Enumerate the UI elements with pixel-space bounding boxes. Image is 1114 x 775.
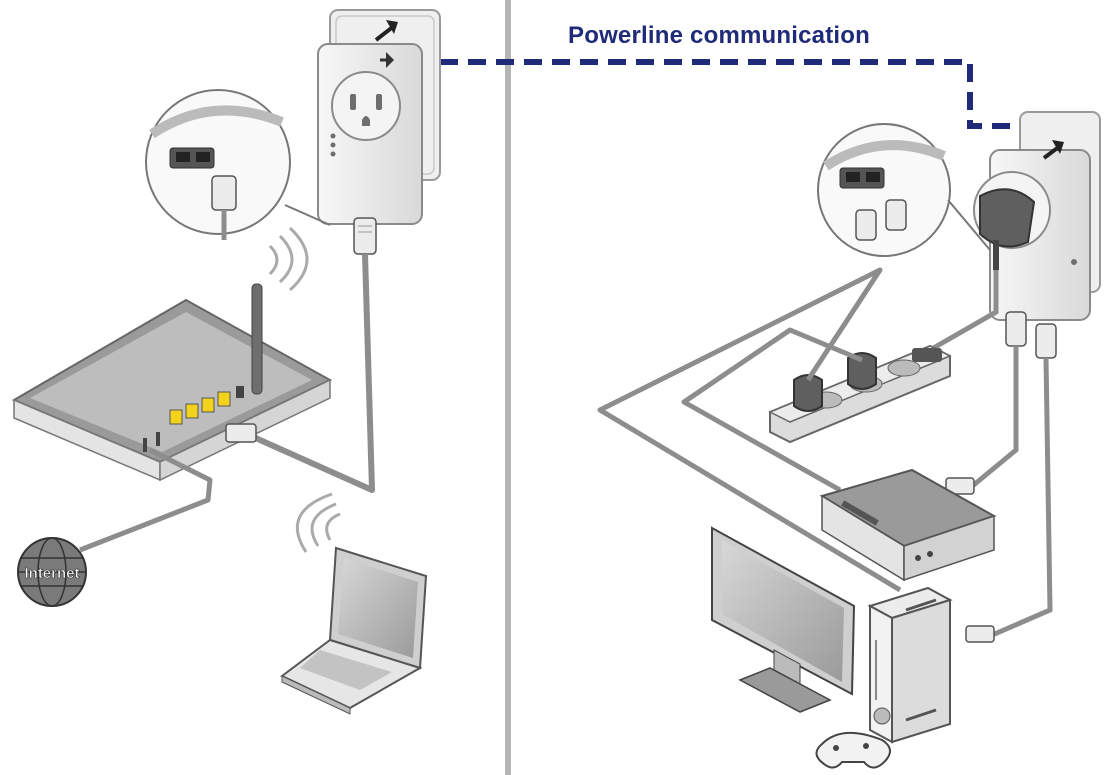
internet-globe-icon: Internet	[18, 538, 86, 606]
game-console	[870, 588, 950, 742]
ethernet-cable-console	[990, 358, 1050, 636]
tv-monitor	[712, 528, 854, 712]
game-controller-icon	[816, 733, 890, 768]
center-divider	[505, 0, 511, 775]
ethernet-plug-left-adapter	[354, 218, 376, 254]
powerline-adapter-right	[974, 150, 1090, 320]
wifi-signal-icon	[270, 228, 307, 290]
internet-label: Internet	[24, 565, 79, 582]
laptop-wifi-icon	[297, 494, 340, 552]
ethernet-cable-set-top-box	[970, 346, 1016, 488]
powerline-link	[440, 62, 1024, 126]
powerline-adapter-left	[318, 44, 422, 224]
power-cable-adapter-strip	[930, 270, 996, 350]
ethernet-port-zoom-left	[146, 90, 330, 240]
ethernet-port-zoom-right	[818, 124, 990, 256]
laptop	[282, 548, 426, 714]
powerline-title: Powerline communication	[568, 22, 870, 50]
